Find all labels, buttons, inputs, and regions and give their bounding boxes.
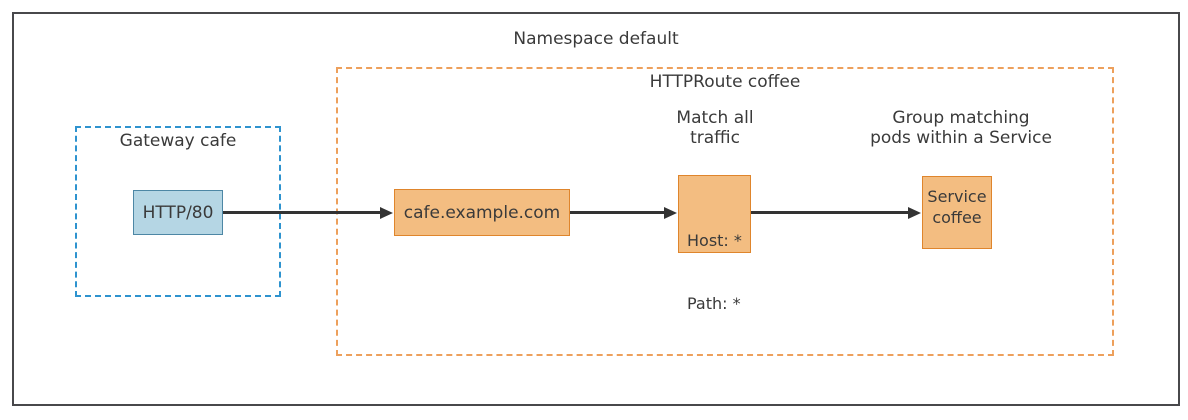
arrow-hostname-to-match (570, 206, 677, 219)
arrow-listener-to-hostname (223, 206, 393, 219)
namespace-boundary: Namespace default Gateway cafe HTTPRoute… (12, 12, 1180, 406)
service-label-line1: Service (927, 187, 987, 206)
hostname-node: cafe.example.com (394, 189, 570, 236)
match-annotation-line2: traffic (690, 128, 740, 148)
arrowhead-icon (908, 206, 921, 219)
match-annotation-line1: Match all (676, 108, 754, 128)
namespace-label: Namespace default (513, 29, 679, 49)
gateway-label: Gateway cafe (119, 131, 237, 151)
httproute-label: HTTPRoute coffee (649, 72, 801, 92)
service-annotation: Group matching pods within a Service (861, 108, 1061, 148)
arrowhead-icon (664, 206, 677, 219)
arrowhead-icon (380, 206, 393, 219)
service-annotation-line2: pods within a Service (870, 128, 1052, 148)
match-rule-node: Host: * Path: * (678, 175, 751, 313)
match-host-label: Host: * (687, 231, 742, 250)
service-annotation-line1: Group matching (892, 108, 1030, 128)
arrow-match-to-service (751, 206, 921, 219)
gateway-listener-label: HTTP/80 (142, 202, 214, 223)
match-path-label: Path: * (687, 294, 741, 313)
match-annotation: Match all traffic (635, 108, 795, 148)
hostname-label: cafe.example.com (403, 202, 561, 223)
service-label-line2: coffee (932, 208, 982, 227)
gateway-listener-node: HTTP/80 (133, 190, 223, 235)
service-node: Service coffee (922, 176, 992, 249)
